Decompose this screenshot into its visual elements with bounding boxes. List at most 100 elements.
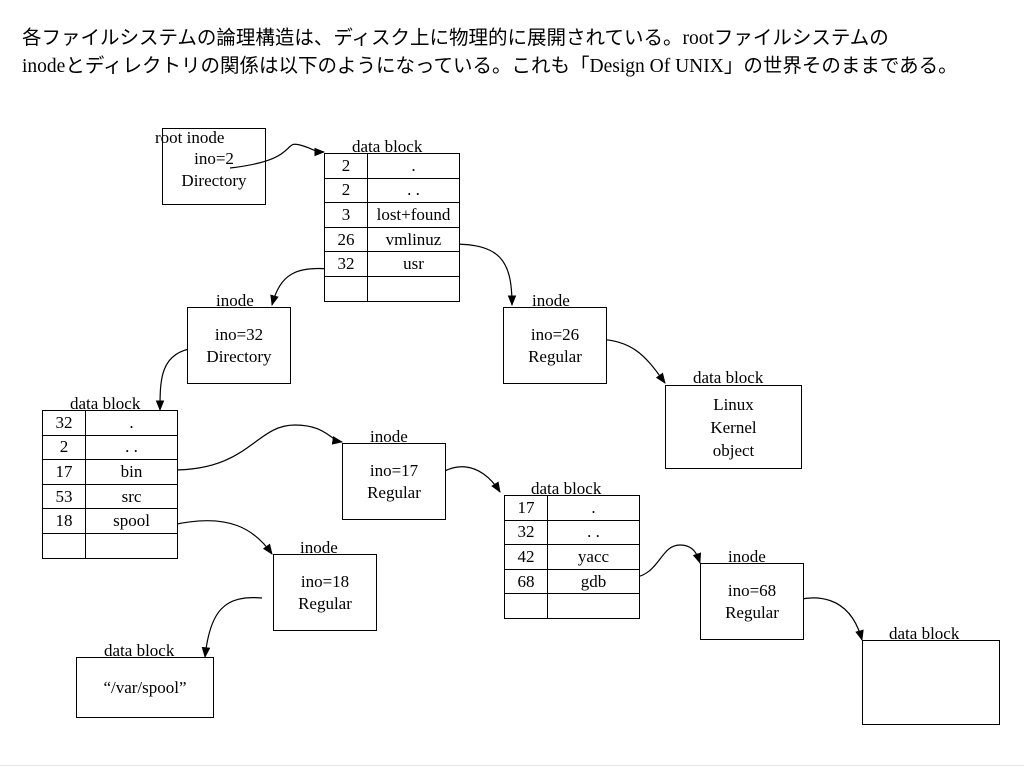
arrow-bin-to-inode bbox=[171, 424, 344, 471]
spool-data-block-label: data block bbox=[104, 641, 175, 660]
entry-name: . bbox=[85, 410, 178, 436]
entry-name: lost+found bbox=[367, 202, 460, 228]
arrow-inode18-to-block bbox=[201, 597, 263, 659]
entry-name: yacc bbox=[547, 544, 640, 570]
intro-line-1-part-b: root bbox=[682, 28, 714, 49]
entry-name bbox=[85, 532, 178, 559]
entry-inode-number: 17 bbox=[42, 459, 86, 485]
intro-line-2-part-d: 」の世界そのままである。 bbox=[723, 54, 958, 77]
arrow-root-to-block bbox=[229, 143, 326, 169]
entry-inode-number bbox=[324, 275, 368, 302]
vmlinuz-inode-type: Regular bbox=[528, 346, 582, 366]
spool-path: “/var/spool” bbox=[103, 677, 187, 697]
entry-inode-number: 2 bbox=[324, 177, 368, 204]
bin-data-block-label: data block bbox=[531, 479, 602, 498]
spool-inode-type: Regular bbox=[298, 593, 352, 613]
entry-name: . . bbox=[367, 177, 460, 204]
entry-name bbox=[367, 275, 460, 302]
kernel-data-block-label: data block bbox=[693, 368, 764, 387]
footer-divider bbox=[0, 765, 1024, 766]
entry-inode-number: 2 bbox=[42, 434, 86, 461]
arrow-vmlinuz-to-inode bbox=[451, 243, 517, 307]
arrow-gdb-to-inode bbox=[631, 544, 702, 579]
entry-inode-number bbox=[42, 532, 86, 559]
intro-line-1: 各ファイルシステムの論理構造は、ディスク上に物理的に展開されている。rootファ… bbox=[22, 24, 1012, 52]
kernel-line-3: object bbox=[712, 440, 755, 460]
intro-line-1-part-a: 各ファイルシステムの論理構造は、ディスク上に物理的に展開されている。 bbox=[22, 26, 683, 49]
usr-data-block-label: data block bbox=[70, 394, 141, 413]
bin-inode-type: Regular bbox=[367, 482, 421, 502]
intro-line-2-part-c: Design Of UNIX bbox=[589, 56, 724, 77]
kernel-line-2: Kernel bbox=[710, 417, 757, 437]
table-row: 17. bbox=[504, 495, 640, 521]
entry-inode-number: 32 bbox=[42, 410, 86, 436]
kernel-data-block: Linux Kernel object bbox=[665, 385, 802, 469]
table-row bbox=[42, 532, 178, 559]
entry-inode-number: 2 bbox=[324, 153, 368, 179]
bin-inode-ino: ino=17 bbox=[369, 460, 419, 480]
entry-name: gdb bbox=[547, 568, 640, 595]
entry-name: . . bbox=[547, 519, 640, 546]
entry-name: vmlinuz bbox=[367, 226, 460, 253]
usr-inode-box: ino=32 Directory bbox=[187, 307, 291, 384]
entry-name: . . bbox=[85, 434, 178, 461]
root-inode-type: Directory bbox=[181, 170, 247, 190]
gdb-inode-box: ino=68 Regular bbox=[700, 563, 804, 640]
intro-line-2-part-b: とディレクトリの関係は以下のようになっている。これも「 bbox=[65, 54, 590, 77]
root-inode-label: root inode bbox=[155, 128, 225, 147]
entry-inode-number: 26 bbox=[324, 226, 368, 253]
entry-inode-number: 32 bbox=[324, 251, 368, 277]
table-row: 2. . bbox=[324, 177, 460, 204]
table-row: 32. bbox=[42, 410, 178, 436]
entry-name: . bbox=[547, 495, 640, 521]
spool-inode-label: inode bbox=[300, 538, 338, 557]
entry-name: bin bbox=[85, 459, 178, 485]
vmlinuz-inode-box: ino=26 Regular bbox=[503, 307, 607, 384]
intro-line-2-part-a: inode bbox=[22, 56, 66, 77]
root-inode-box: ino=2 Directory bbox=[162, 128, 266, 205]
bin-inode-label: inode bbox=[370, 427, 408, 446]
entry-inode-number: 42 bbox=[504, 544, 548, 570]
bin-inode-box: ino=17 Regular bbox=[342, 443, 446, 520]
arrow-inode32-to-block bbox=[155, 347, 196, 412]
table-row bbox=[504, 593, 640, 619]
vmlinuz-inode-label: inode bbox=[532, 291, 570, 310]
entry-inode-number: 68 bbox=[504, 568, 548, 595]
arrow-spool-to-inode bbox=[171, 520, 273, 555]
entry-name: usr bbox=[367, 251, 460, 277]
usr-inode-label: inode bbox=[216, 291, 254, 310]
spool-data-block: “/var/spool” bbox=[76, 657, 214, 718]
entry-name: . bbox=[367, 153, 460, 179]
table-row: 2. bbox=[324, 153, 460, 179]
gdb-data-block-label: data block bbox=[889, 624, 960, 643]
entry-name: spool bbox=[85, 508, 178, 534]
intro-line-2: inodeとディレクトリの関係は以下のようになっている。これも「Design O… bbox=[22, 52, 1012, 80]
usr-inode-ino: ino=32 bbox=[214, 324, 264, 344]
entry-name: src bbox=[85, 483, 178, 510]
gdb-data-block bbox=[862, 640, 1000, 725]
entry-name bbox=[547, 593, 640, 619]
intro-line-1-part-c: ファイルシステムの bbox=[713, 26, 889, 49]
table-row: 2. . bbox=[42, 434, 178, 461]
intro-text: 各ファイルシステムの論理構造は、ディスク上に物理的に展開されている。rootファ… bbox=[22, 24, 1012, 80]
spool-inode-ino: ino=18 bbox=[300, 571, 350, 591]
table-row: 32. . bbox=[504, 519, 640, 546]
gdb-inode-ino: ino=68 bbox=[727, 580, 777, 600]
vmlinuz-inode-ino: ino=26 bbox=[530, 324, 580, 344]
entry-inode-number bbox=[504, 593, 548, 619]
usr-inode-type: Directory bbox=[206, 346, 272, 366]
root-data-block-label: data block bbox=[352, 137, 423, 156]
entry-inode-number: 32 bbox=[504, 519, 548, 546]
entry-inode-number: 3 bbox=[324, 202, 368, 228]
entry-inode-number: 53 bbox=[42, 483, 86, 510]
table-row bbox=[324, 275, 460, 302]
